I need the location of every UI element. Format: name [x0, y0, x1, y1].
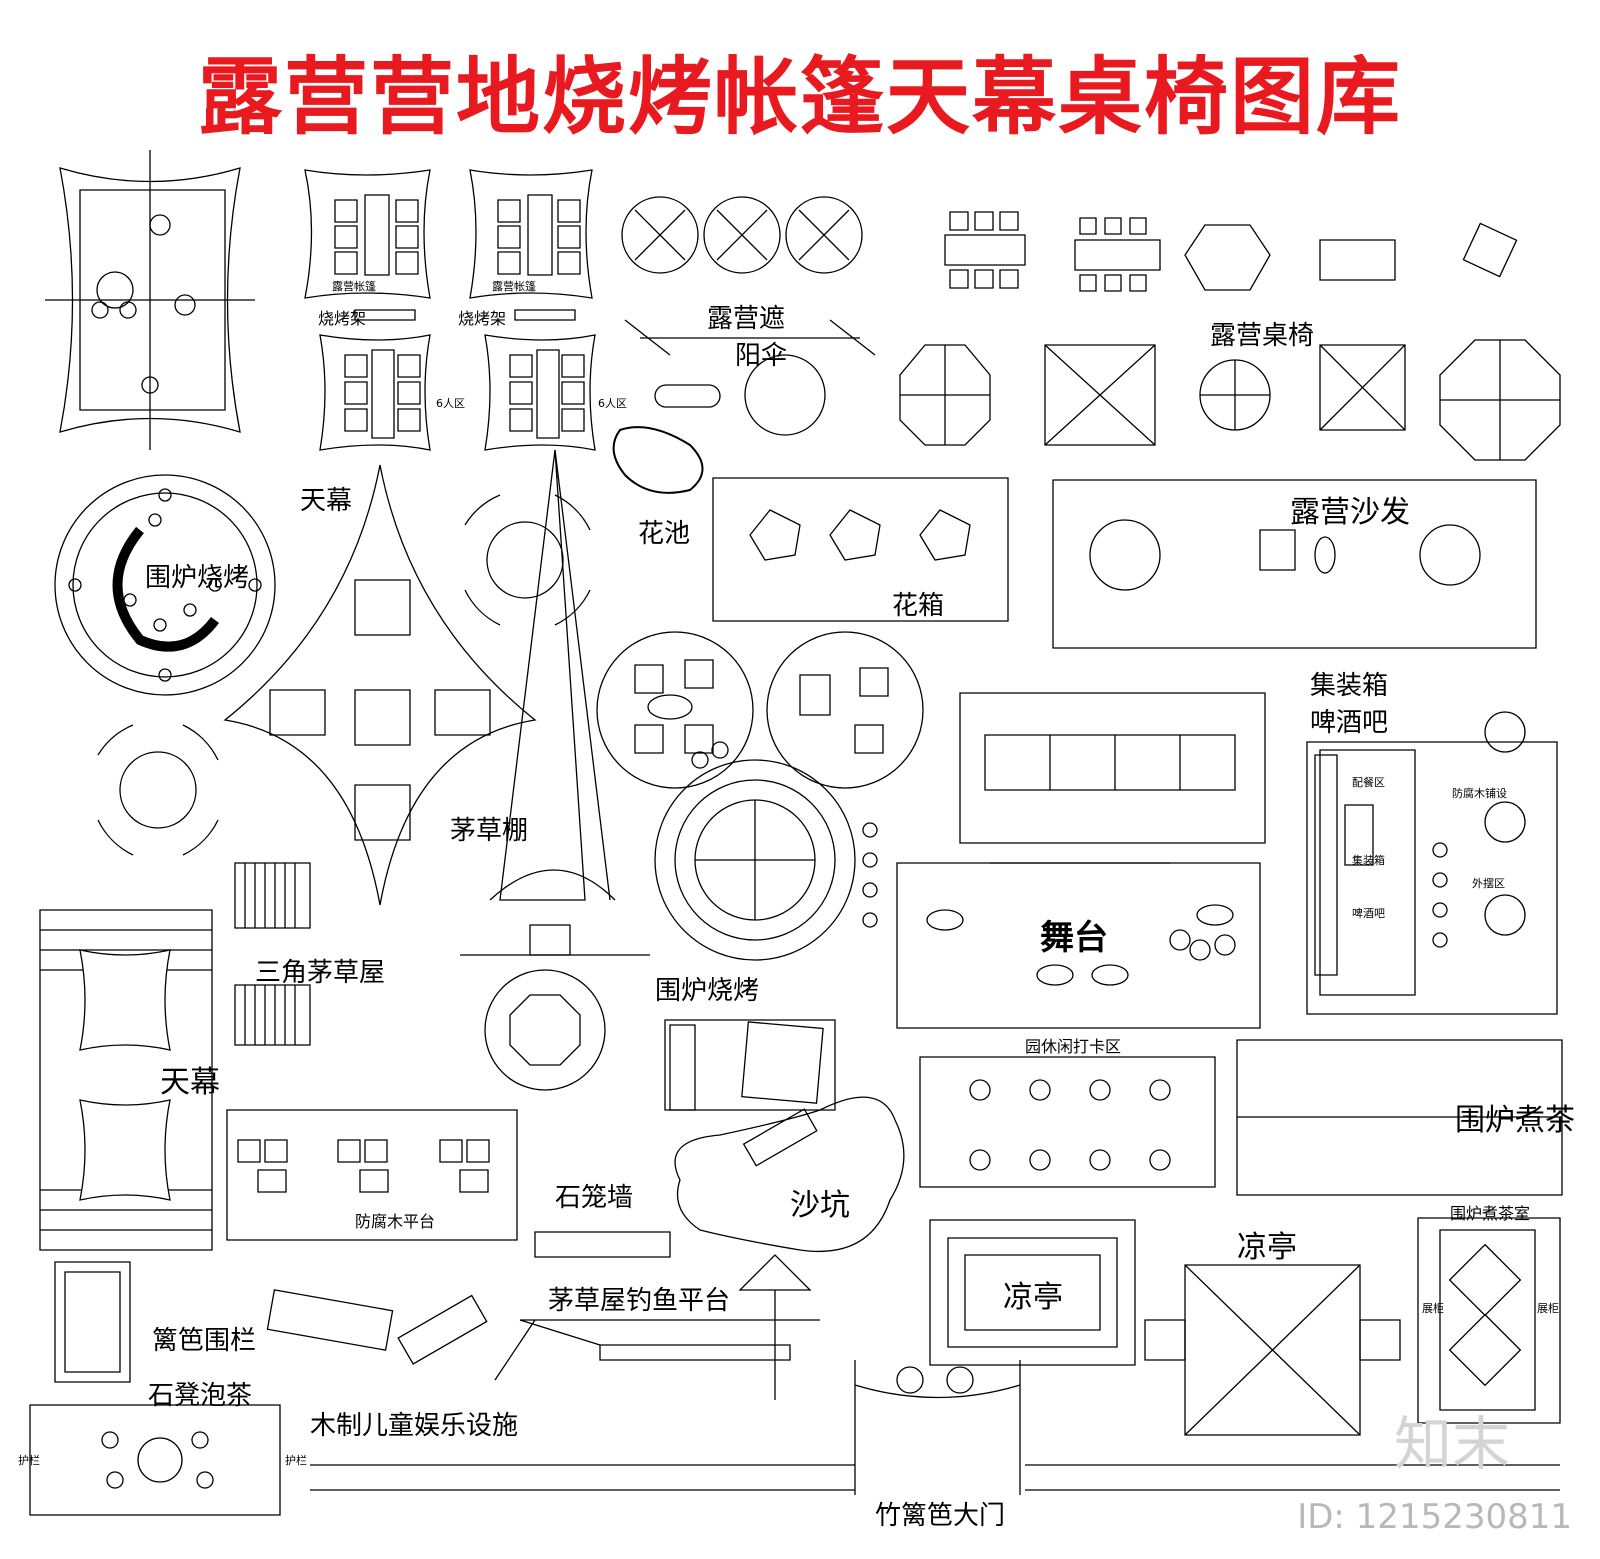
label-bbq-rack-1: 烧烤架 — [318, 309, 367, 328]
container-lounge — [960, 693, 1265, 843]
label-fire-bbq-left: 围炉烧烤 — [145, 563, 250, 593]
label-thatched-shed: 茅草棚 — [450, 816, 529, 846]
thatched-shed — [460, 450, 650, 955]
canopy-plan-top-left — [45, 150, 255, 450]
umbrella-tables — [622, 197, 875, 435]
label-pavilion-2: 凉亭 — [1237, 1230, 1297, 1265]
label-dining-zone: 配餐区 — [1352, 776, 1385, 789]
label-camp-sofa: 露营沙发 — [1290, 495, 1410, 530]
pavilion-1 — [930, 1220, 1135, 1365]
fire-pit-ring-1 — [465, 495, 590, 625]
label-pavilion-1: 凉亭 — [1003, 1280, 1063, 1315]
watermark-logo: 知末 — [1393, 1410, 1510, 1478]
fishing-platform — [520, 1255, 820, 1400]
canopy-left-striped — [40, 910, 212, 1250]
gabion-wall — [535, 1232, 670, 1257]
label-container-bar-2: 啤酒吧 — [1310, 708, 1389, 738]
label-canopy-left: 天幕 — [160, 1065, 220, 1100]
label-railing-2: 护栏 — [285, 1454, 307, 1467]
label-leisure-zone: 园休闲打卡区 — [1025, 1037, 1122, 1056]
label-cabinet-1: 展柜 — [1422, 1302, 1444, 1315]
label-fence: 篱笆围栏 — [152, 1326, 257, 1356]
fence-plan — [55, 1262, 130, 1382]
lounge-circle-2 — [767, 632, 923, 788]
camp-sofa-area — [1053, 480, 1536, 648]
label-railing-1: 护栏 — [18, 1454, 40, 1467]
camp-table-sets — [945, 212, 1517, 291]
label-tent-2: 露营帐篷 — [492, 280, 536, 293]
flower-box-area — [713, 478, 1008, 621]
label-wood-deck: 防腐木铺设 — [1452, 787, 1507, 800]
thatched-fire-hut — [485, 970, 605, 1090]
container-bar — [1307, 712, 1557, 1014]
label-flower-pool: 花池 — [638, 519, 691, 549]
stage-area — [897, 863, 1260, 1028]
label-cabinet-2: 展柜 — [1537, 1302, 1559, 1315]
triangle-thatch-roofs — [235, 863, 310, 1045]
label-camp-umbrella-2: 阳伞 — [735, 341, 788, 371]
kids-play — [267, 1290, 535, 1380]
label-bamboo-gate: 竹篱笆大门 — [875, 1501, 1006, 1531]
label-fire-bbq-center: 围炉烧烤 — [655, 976, 760, 1006]
label-sand-pit: 沙坑 — [790, 1188, 850, 1223]
page-title: 露营营地烧烤帐篷天幕桌椅图库 — [197, 48, 1402, 146]
six-person-zone-1 — [320, 335, 430, 450]
tent-plan-1 — [305, 170, 430, 320]
label-fire-tea-room: 围炉煮茶室 — [1450, 1204, 1531, 1223]
label-triangle-thatch: 三角茅草屋 — [255, 958, 386, 988]
label-fishing-platform: 茅草屋钓鱼平台 — [548, 1286, 731, 1316]
label-camp-table-chair: 露营桌椅 — [1210, 321, 1315, 351]
label-fire-tea: 围炉煮茶 — [1455, 1103, 1575, 1138]
umbrella-patio — [665, 1020, 835, 1110]
fire-tea-room — [1418, 1218, 1560, 1423]
tent-plan-2 — [470, 170, 592, 320]
bamboo-gate — [310, 1360, 1560, 1495]
flower-pool — [614, 427, 703, 493]
sand-pit — [675, 1097, 904, 1251]
label-wood-platform: 防腐木平台 — [355, 1212, 436, 1231]
stone-tea-area — [30, 1405, 280, 1515]
label-outdoor-zone: 外摆区 — [1472, 877, 1505, 890]
label-tent-1: 露营帐篷 — [332, 280, 376, 293]
fire-pit-ring-2 — [98, 725, 218, 855]
fire-bbq-circle-left — [55, 475, 275, 695]
label-stone-tea: 石凳泡茶 — [148, 1381, 253, 1411]
fire-tea-deck — [1237, 1040, 1562, 1195]
label-gabion-wall: 石笼墙 — [555, 1183, 634, 1213]
label-beer-bar: 啤酒吧 — [1352, 907, 1385, 920]
label-bbq-rack-2: 烧烤架 — [458, 309, 507, 328]
six-person-zone-2 — [485, 335, 595, 450]
leisure-checkin-zone — [920, 1057, 1215, 1187]
label-canopy-top: 天幕 — [300, 486, 353, 516]
star-canopy — [225, 465, 535, 905]
label-kids-play: 木制儿童娱乐设施 — [310, 1411, 519, 1441]
label-container: 集装箱 — [1352, 854, 1385, 867]
label-container-bar-1: 集装箱 — [1310, 671, 1389, 701]
parasol-plans — [900, 340, 1560, 460]
watermark-id: ID: 1215230811 — [1297, 1497, 1572, 1537]
label-six-zone-2: 6人区 — [598, 397, 627, 410]
lounge-circle-1 — [597, 632, 753, 788]
label-stage: 舞台 — [1040, 918, 1108, 958]
label-camp-umbrella-1: 露营遮 — [707, 304, 786, 334]
fire-bbq-circle-center — [655, 742, 877, 960]
label-six-zone-1: 6人区 — [436, 397, 465, 410]
label-flower-box: 花箱 — [892, 591, 945, 621]
pavilion-2 — [1145, 1265, 1400, 1435]
wood-platform — [227, 1110, 517, 1240]
